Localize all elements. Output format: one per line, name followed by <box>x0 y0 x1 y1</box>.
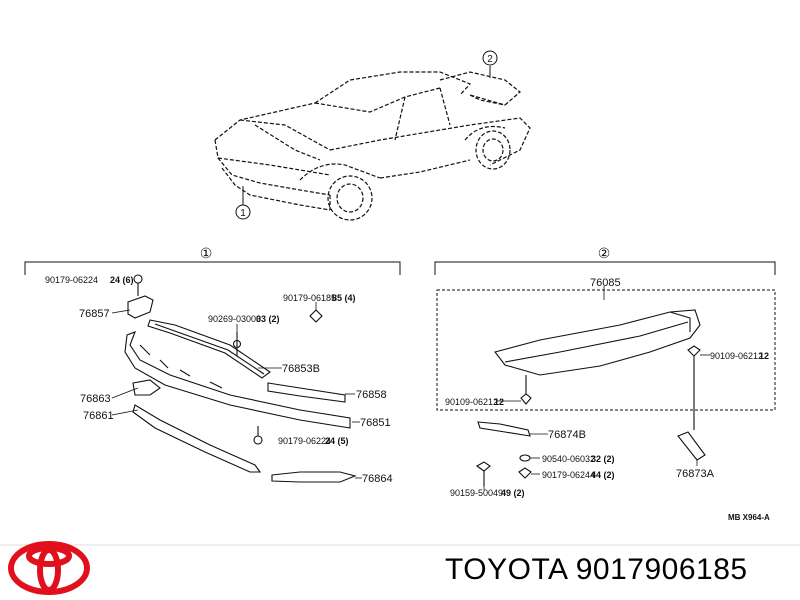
toyota-logo <box>8 541 90 595</box>
label-90109-06212-right: 90109-06212 <box>710 351 763 361</box>
label-76861: 76861 <box>83 410 114 422</box>
car-wheels <box>299 125 511 221</box>
qty-90179-06224-bot: 24 (5) <box>325 436 349 446</box>
label-90109-06212-left: 90109-06212 <box>445 397 498 407</box>
label-90179-06224-top: 90179-06224 <box>45 275 98 285</box>
label-76085: 76085 <box>590 277 621 289</box>
qty-90269-03003: 03 (2) <box>256 314 280 324</box>
qty-90540-06032: 32 (2) <box>591 454 615 464</box>
label-90179-06244: 90179-06244 <box>542 470 595 480</box>
footer-part-number: TOYOTA 9017906185 <box>445 553 748 586</box>
label-90179-06224-bot: 90179-06224 <box>278 436 331 446</box>
section-2-bracket <box>434 261 776 411</box>
car-illustration <box>214 71 531 211</box>
label-76863: 76863 <box>80 393 111 405</box>
callout-2-top: 2 <box>482 50 498 66</box>
qty-90179-06185: 85 (4) <box>332 293 356 303</box>
label-76851: 76851 <box>360 417 391 429</box>
svg-text:2: 2 <box>487 54 493 65</box>
label-76864: 76864 <box>362 473 393 485</box>
label-76853B: 76853B <box>282 363 320 375</box>
svg-text:1: 1 <box>240 208 246 219</box>
label-76873A: 76873A <box>676 468 715 480</box>
label-76858: 76858 <box>356 389 387 401</box>
rear-spoiler-parts <box>475 309 706 486</box>
front-spoiler-parts <box>124 274 357 483</box>
qty-90179-06244: 44 (2) <box>591 470 615 480</box>
label-76857: 76857 <box>79 308 110 320</box>
label-90179-06185: 90179-06185 <box>283 293 336 303</box>
section-1-bracket <box>24 261 401 275</box>
qty-90109-06212-right: 12 <box>759 351 769 361</box>
label-90540-06032: 90540-06032 <box>542 454 595 464</box>
qty-90179-06224-top: 24 (6) <box>110 275 134 285</box>
label-90159-50049: 90159-50049 <box>450 488 503 498</box>
section-2-callout: ② <box>598 245 611 261</box>
qty-90109-06212-left: 12 <box>494 397 504 407</box>
qty-90159-50049: 49 (2) <box>501 488 525 498</box>
label-90269-03003: 90269-03003 <box>208 314 261 324</box>
callout-1-top: 1 <box>235 204 251 220</box>
drawing-code: MB X964-A <box>728 513 770 522</box>
label-76874B: 76874B <box>548 429 586 441</box>
section-1-callout: ① <box>200 245 213 261</box>
